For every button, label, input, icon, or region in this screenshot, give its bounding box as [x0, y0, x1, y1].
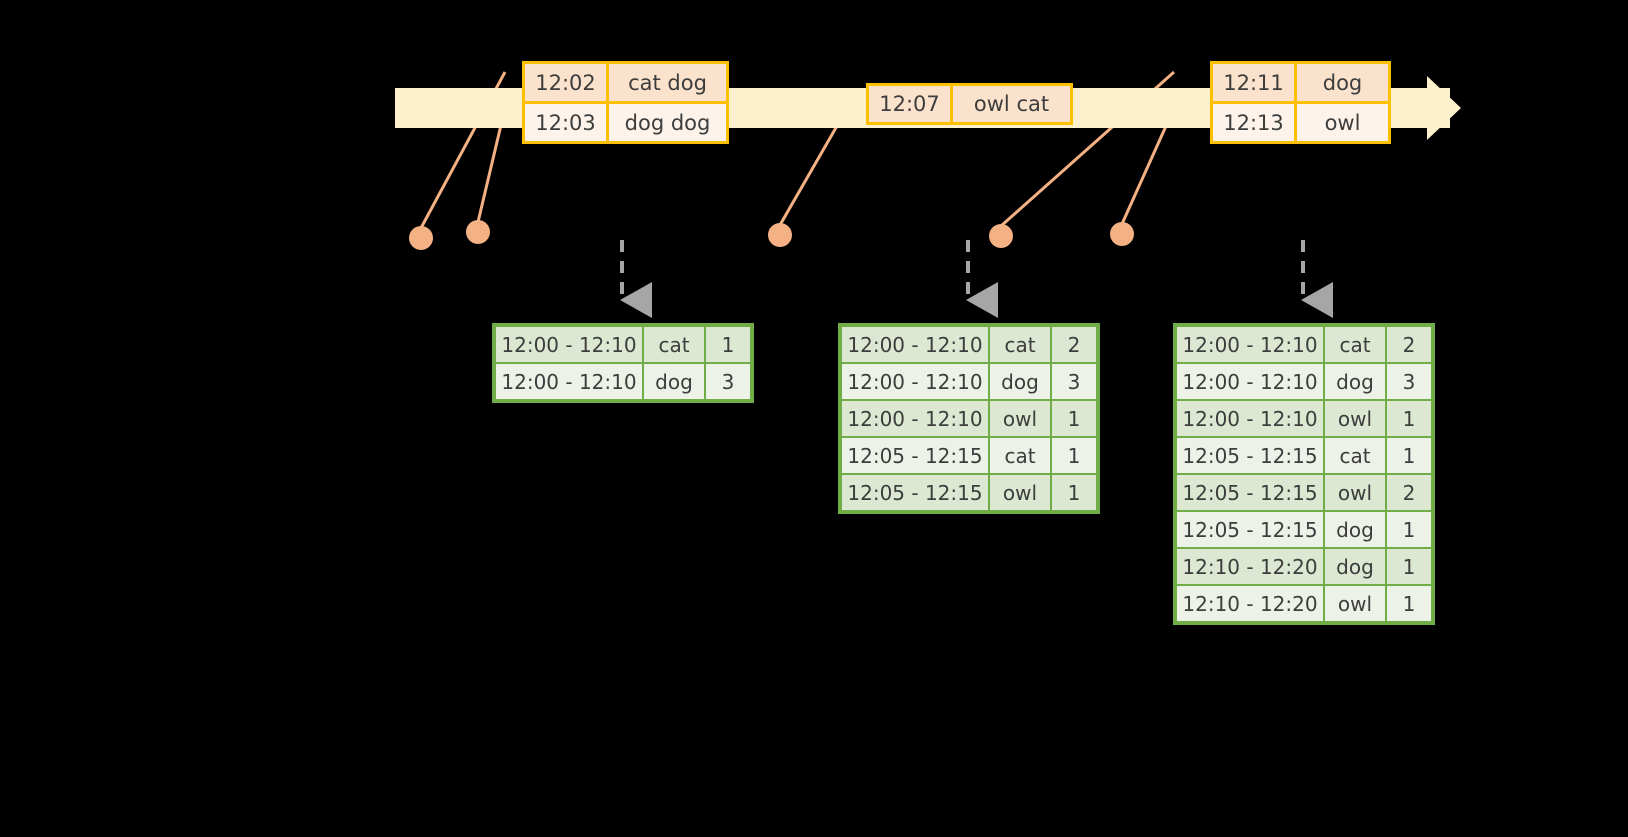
event-origin-dot-5: [1110, 222, 1134, 246]
result-table-2[interactable]: 12:00 - 12:10 cat 2 12:00 - 12:10 dog 3 …: [838, 323, 1100, 514]
table-row[interactable]: 12:00 - 12:10 cat 2: [842, 327, 1096, 362]
event-group-2[interactable]: 12:07 owl cat: [866, 83, 1073, 125]
event-value: cat dog: [628, 70, 707, 95]
key-cell: dog: [644, 364, 704, 399]
window-cell: 12:00 - 12:10: [1177, 364, 1323, 399]
event-row[interactable]: 12:07 owl cat: [869, 86, 1070, 122]
count-cell: 2: [1052, 327, 1096, 362]
event-time: 12:03: [525, 104, 609, 141]
event-group-3[interactable]: 12:11 dog 12:13 owl: [1210, 61, 1391, 144]
table-row[interactable]: 12:00 - 12:10 dog 3: [842, 364, 1096, 399]
count-cell: 3: [1387, 364, 1431, 399]
key-cell: owl: [990, 401, 1050, 436]
key-cell: owl: [1325, 401, 1385, 436]
event-group-1[interactable]: 12:02 cat dog 12:03 dog dog: [522, 61, 729, 144]
table-row[interactable]: 12:10 - 12:20 owl 1: [1177, 586, 1431, 621]
key-cell: owl: [1325, 586, 1385, 621]
window-cell: 12:05 - 12:15: [1177, 512, 1323, 547]
key-cell: owl: [1325, 475, 1385, 510]
connector-line-3: [778, 111, 847, 226]
event-row[interactable]: 12:13 owl: [1213, 101, 1388, 141]
window-cell: 12:00 - 12:10: [842, 327, 988, 362]
event-time: 12:11: [1213, 64, 1297, 101]
count-cell: 1: [1052, 438, 1096, 473]
result-table-3[interactable]: 12:00 - 12:10 cat 2 12:00 - 12:10 dog 3 …: [1173, 323, 1435, 625]
key-cell: cat: [1325, 438, 1385, 473]
table-row[interactable]: 12:00 - 12:10 dog 3: [496, 364, 750, 399]
key-cell: dog: [1325, 549, 1385, 584]
table-row[interactable]: 12:10 - 12:20 dog 1: [1177, 549, 1431, 584]
count-cell: 1: [1387, 438, 1431, 473]
key-cell: cat: [990, 438, 1050, 473]
key-cell: cat: [1325, 327, 1385, 362]
event-value: dog dog: [624, 110, 711, 135]
count-cell: 1: [1387, 586, 1431, 621]
window-cell: 12:00 - 12:10: [496, 364, 642, 399]
count-cell: 1: [1052, 475, 1096, 510]
window-cell: 12:00 - 12:10: [1177, 401, 1323, 436]
table-row[interactable]: 12:05 - 12:15 dog 1: [1177, 512, 1431, 547]
count-cell: 1: [1387, 401, 1431, 436]
count-cell: 1: [1387, 512, 1431, 547]
table-row[interactable]: 12:00 - 12:10 owl 1: [1177, 401, 1431, 436]
event-origin-dot-4: [989, 224, 1013, 248]
key-cell: dog: [1325, 364, 1385, 399]
event-value: dog: [1322, 70, 1363, 95]
result-table-1[interactable]: 12:00 - 12:10 cat 1 12:00 - 12:10 dog 3: [492, 323, 754, 403]
count-cell: 1: [706, 327, 750, 362]
table-row[interactable]: 12:05 - 12:15 owl 2: [1177, 475, 1431, 510]
event-origin-dot-1: [409, 226, 433, 250]
key-cell: cat: [644, 327, 704, 362]
key-cell: dog: [990, 364, 1050, 399]
table-row[interactable]: 12:05 - 12:15 cat 1: [1177, 438, 1431, 473]
window-cell: 12:05 - 12:15: [1177, 475, 1323, 510]
count-cell: 2: [1387, 327, 1431, 362]
table-row[interactable]: 12:00 - 12:10 cat 2: [1177, 327, 1431, 362]
event-row[interactable]: 12:11 dog: [1213, 64, 1388, 101]
table-row[interactable]: 12:00 - 12:10 cat 1: [496, 327, 750, 362]
window-cell: 12:00 - 12:10: [842, 364, 988, 399]
event-row[interactable]: 12:02 cat dog: [525, 64, 726, 101]
window-cell: 12:05 - 12:15: [842, 475, 988, 510]
key-cell: owl: [990, 475, 1050, 510]
window-cell: 12:10 - 12:20: [1177, 586, 1323, 621]
event-origin-dot-2: [466, 220, 490, 244]
key-cell: cat: [990, 327, 1050, 362]
window-cell: 12:00 - 12:10: [496, 327, 642, 362]
event-value: owl cat: [973, 92, 1050, 116]
count-cell: 1: [1052, 401, 1096, 436]
event-row[interactable]: 12:03 dog dog: [525, 101, 726, 141]
event-time: 12:07: [869, 86, 953, 122]
count-cell: 1: [1387, 549, 1431, 584]
count-cell: 2: [1387, 475, 1431, 510]
table-row[interactable]: 12:00 - 12:10 owl 1: [842, 401, 1096, 436]
table-row[interactable]: 12:00 - 12:10 dog 3: [1177, 364, 1431, 399]
window-cell: 12:05 - 12:15: [1177, 438, 1323, 473]
window-cell: 12:10 - 12:20: [1177, 549, 1323, 584]
key-cell: dog: [1325, 512, 1385, 547]
window-cell: 12:00 - 12:10: [842, 401, 988, 436]
table-row[interactable]: 12:05 - 12:15 cat 1: [842, 438, 1096, 473]
window-cell: 12:05 - 12:15: [842, 438, 988, 473]
event-value: owl: [1324, 110, 1361, 135]
count-cell: 3: [706, 364, 750, 399]
count-cell: 3: [1052, 364, 1096, 399]
window-cell: 12:00 - 12:10: [1177, 327, 1323, 362]
timeline-arrow-head: [1427, 76, 1461, 140]
event-origin-dot-3: [768, 223, 792, 247]
table-row[interactable]: 12:05 - 12:15 owl 1: [842, 475, 1096, 510]
event-time: 12:13: [1213, 104, 1297, 141]
event-time: 12:02: [525, 64, 609, 101]
